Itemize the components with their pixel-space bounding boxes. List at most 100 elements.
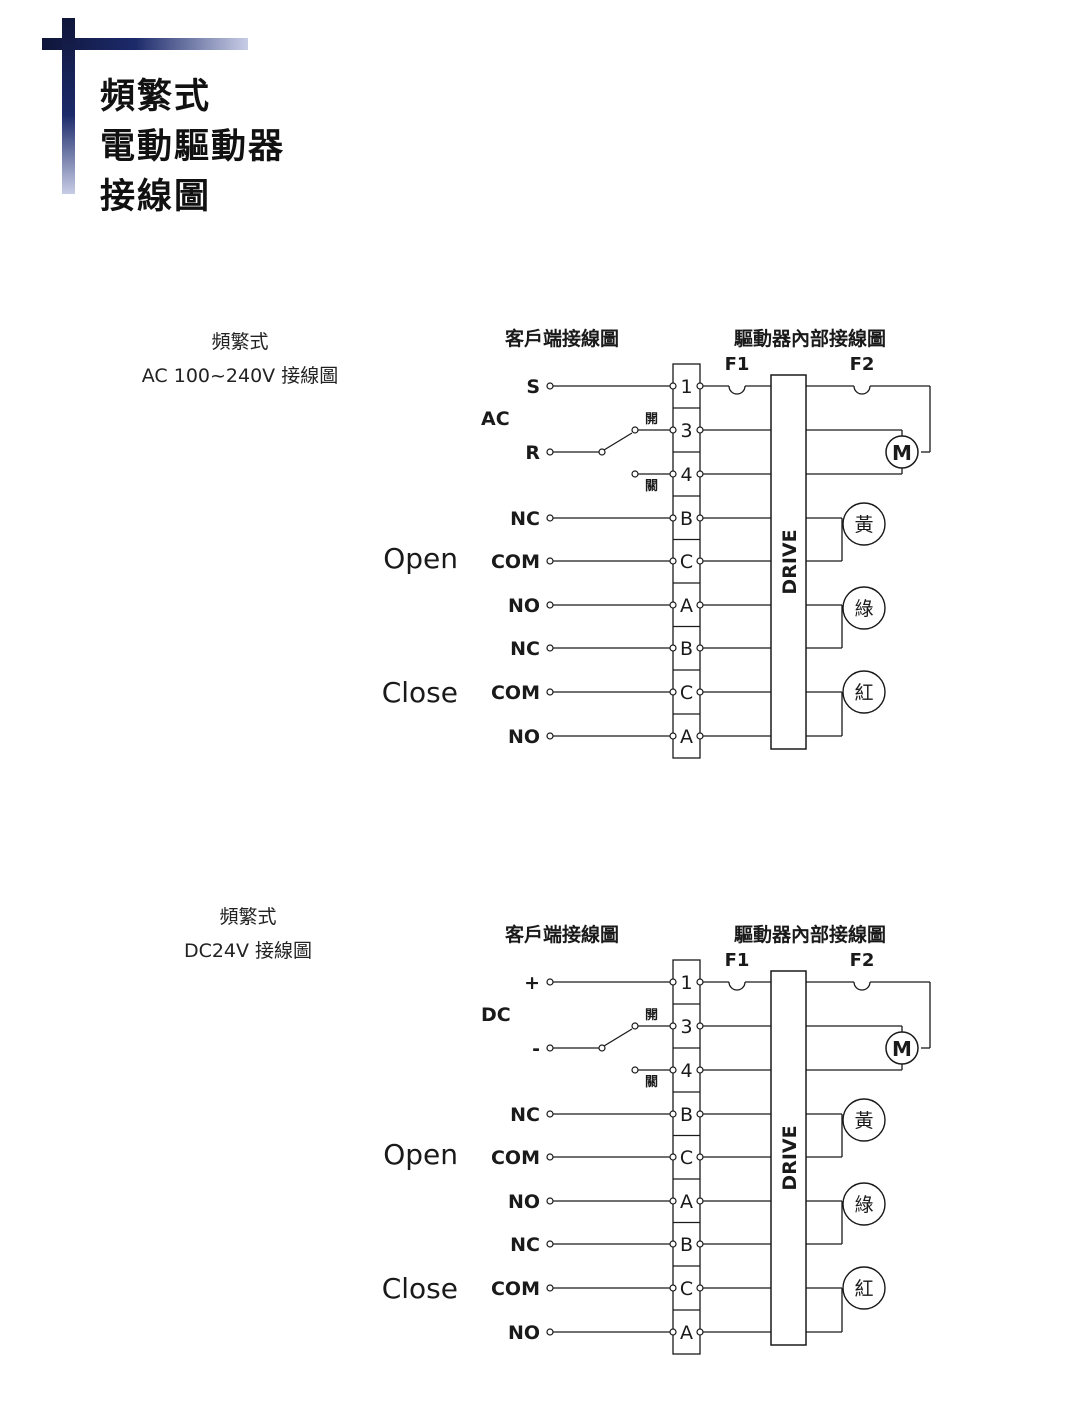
switch-pivot-dot (598, 1044, 606, 1052)
signal-label: NC (510, 1234, 540, 1256)
fuse-label: F2 (850, 950, 875, 971)
supply-negative-label: R (525, 442, 540, 464)
internal-wiring-title: 驅動器內部接線圖 (734, 923, 886, 946)
indicator-lamp (842, 1266, 886, 1310)
fuse-f1-symbol (728, 981, 746, 991)
terminal-output-dot (696, 1153, 704, 1161)
terminal-number: 3 (680, 1016, 692, 1038)
indicator-lamp-label: 紅 (854, 682, 873, 704)
page-title-line: 頻繁式 (100, 77, 212, 117)
supply-positive-dot (546, 382, 554, 390)
header-accent-bar-vertical (62, 18, 75, 194)
terminal-input-dot (669, 1153, 677, 1161)
terminal-output-dot (696, 978, 704, 986)
signal-dot (546, 514, 554, 522)
terminal-number: A (680, 726, 693, 748)
terminal-number: C (680, 682, 693, 704)
terminal-input-dot (669, 470, 677, 478)
fuse-label: F1 (725, 354, 750, 375)
drive-block (770, 374, 807, 750)
fuse-f2-symbol (853, 981, 871, 991)
terminal-number: A (680, 1191, 693, 1213)
terminal-number: A (680, 1322, 693, 1344)
section-label-line: DC24V 接線圖 (183, 940, 313, 962)
terminal-number: 1 (680, 972, 692, 994)
signal-dot (546, 1284, 554, 1292)
terminal-number: 4 (680, 1060, 692, 1082)
terminal-number: 1 (680, 376, 692, 398)
signal-label: NO (508, 1322, 540, 1344)
signal-label: COM (491, 682, 540, 704)
signal-label: COM (491, 1147, 540, 1169)
terminal-input-dot (669, 1240, 677, 1248)
terminal-number: 4 (680, 464, 692, 486)
terminal-number: B (680, 508, 693, 530)
signal-label: NO (508, 595, 540, 617)
indicator-lamp-label: 紅 (854, 1278, 873, 1300)
client-wiring-title: 客戶端接線圖 (505, 923, 619, 946)
drive-label: DRIVE (779, 1125, 801, 1190)
terminal-input-dot (669, 1022, 677, 1030)
terminal-input-dot (669, 426, 677, 434)
supply-negative-label: - (532, 1038, 540, 1060)
motor-symbol (885, 435, 919, 469)
page-title-line: 接線圖 (100, 177, 212, 217)
signal-dot (546, 1153, 554, 1161)
supply-positive-dot (546, 978, 554, 986)
indicator-lamp (842, 1182, 886, 1226)
indicator-lamp (842, 502, 886, 546)
open-group-label: Open (383, 542, 458, 575)
section-label-ac: 頻繁式 AC 100~240V 接線圖 (120, 325, 360, 393)
indicator-lamp (842, 670, 886, 714)
terminal-number: C (680, 1278, 693, 1300)
close-group-label: Close (382, 676, 458, 709)
internal-wiring-title: 驅動器內部接線圖 (734, 327, 886, 350)
terminal-output-dot (696, 1197, 704, 1205)
fuse-f2-symbol (853, 385, 871, 395)
switch-lever (603, 432, 633, 451)
terminal-input-dot (669, 1197, 677, 1205)
motor-label: M (892, 441, 912, 465)
page-title: 頻繁式 電動驅動器 接線圖 (100, 72, 285, 222)
terminal-number: B (680, 1234, 693, 1256)
supply-type-label: DC (481, 1004, 511, 1026)
switch-close-contact (631, 470, 639, 478)
terminal-number: C (680, 551, 693, 573)
terminal-number: C (680, 1147, 693, 1169)
terminal-output-dot (696, 557, 704, 565)
terminal-number: 3 (680, 420, 692, 442)
signal-dot (546, 1240, 554, 1248)
signal-label: NO (508, 726, 540, 748)
signal-label: COM (491, 1278, 540, 1300)
signal-label: NC (510, 1104, 540, 1126)
motor-symbol (885, 1031, 919, 1065)
fuse-label: F1 (725, 950, 750, 971)
section-label-line: AC 100~240V 接線圖 (141, 365, 339, 387)
indicator-lamp-label: 黃 (854, 1110, 873, 1132)
supply-type-label: AC (481, 408, 510, 430)
section-label-dc: 頻繁式 DC24V 接線圖 (128, 900, 368, 968)
header-accent-bar (42, 38, 248, 50)
terminal-output-dot (696, 1240, 704, 1248)
signal-dot (546, 1197, 554, 1205)
client-wiring-title: 客戶端接線圖 (505, 327, 619, 350)
terminal-input-dot (669, 1110, 677, 1118)
supply-negative-dot (546, 448, 554, 456)
signal-label: COM (491, 551, 540, 573)
terminal-input-dot (669, 978, 677, 986)
fuse-label: F2 (850, 354, 875, 375)
terminal-output-dot (696, 426, 704, 434)
terminal-output-dot (696, 1022, 704, 1030)
terminal-output-dot (696, 1284, 704, 1292)
signal-label: NO (508, 1191, 540, 1213)
indicator-lamp-label: 綠 (854, 598, 873, 620)
terminal-input-dot (669, 1284, 677, 1292)
switch-close-label: 關 (645, 1075, 658, 1090)
switch-open-contact (631, 426, 639, 434)
terminal-number: B (680, 1104, 693, 1126)
drive-label: DRIVE (779, 529, 801, 594)
terminal-output-dot (696, 470, 704, 478)
terminal-output-dot (696, 382, 704, 390)
